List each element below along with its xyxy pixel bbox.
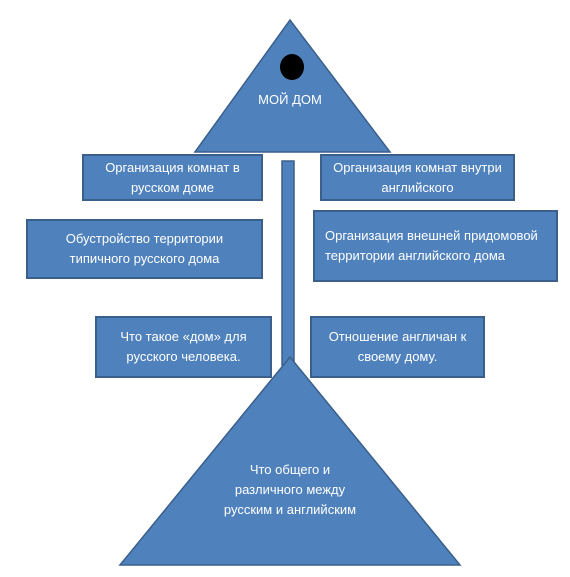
box-english-territory-text: Организация внешней придомовой территори… xyxy=(325,228,538,263)
box-home-meaning: Что такое «дом» для русского человека. xyxy=(95,316,272,378)
box-english-rooms-text: Организация комнат внутри английского xyxy=(333,159,502,195)
box-russian-rooms-text: Организация комнат в русском доме xyxy=(105,159,240,195)
roof-label: МОЙ ДОМ xyxy=(258,92,322,107)
box-english-attitude-text: Отношение англичан к своему дому. xyxy=(328,329,467,364)
box-english-territory: Организация внешней придомовой территори… xyxy=(313,210,558,282)
roof-dot xyxy=(280,54,304,80)
box-english-attitude: Отношение англичан к своему дому. xyxy=(310,316,485,378)
box-russian-rooms: Организация комнат в русском доме xyxy=(82,154,263,201)
box-russian-territory-text: Обустройство территории типичного русско… xyxy=(65,231,224,266)
box-russian-territory: Обустройство территории типичного русско… xyxy=(26,219,263,279)
base-triangle xyxy=(118,355,462,566)
box-english-rooms: Организация комнат внутри английского xyxy=(320,154,515,201)
box-home-meaning-text: Что такое «дом» для русского человека. xyxy=(120,329,247,364)
central-pillar xyxy=(281,160,295,366)
base-label: Что общего и различного между русским и … xyxy=(223,462,357,517)
roof-triangle xyxy=(193,18,392,153)
